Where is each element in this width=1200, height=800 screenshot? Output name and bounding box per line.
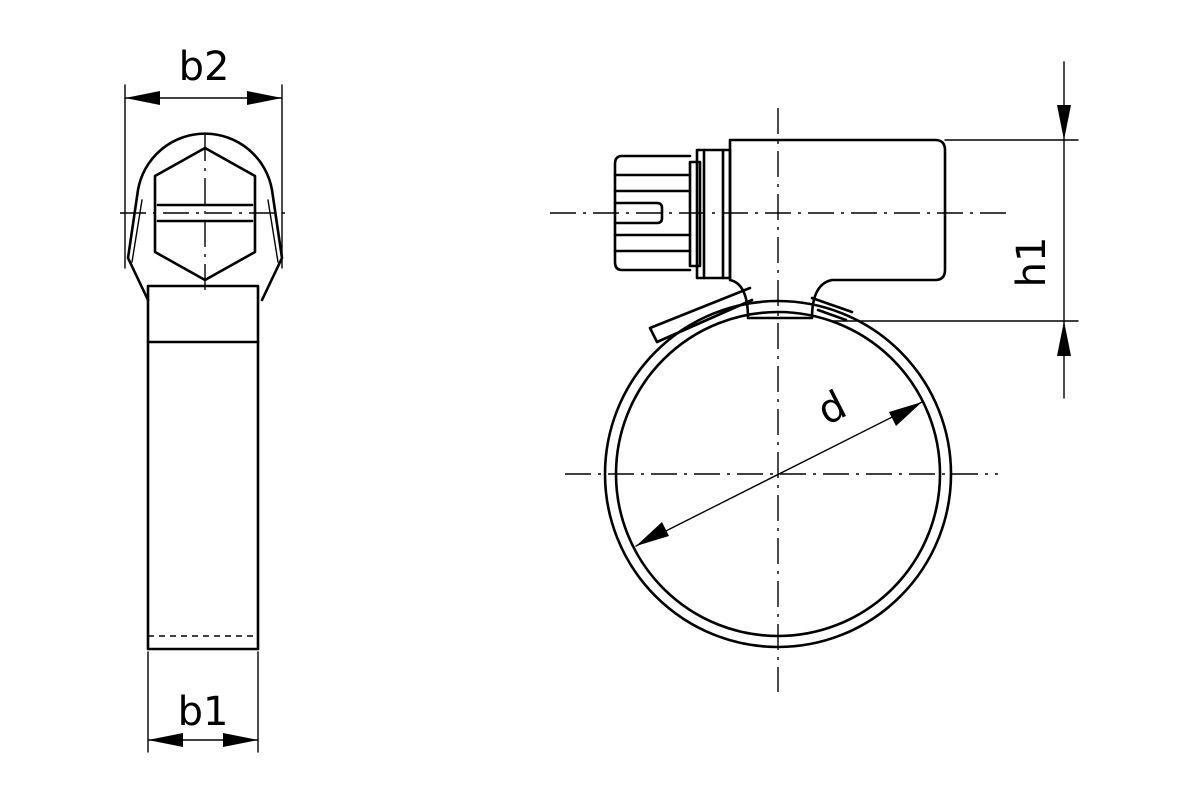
side-band — [146, 284, 260, 651]
label-b2: b2 — [179, 44, 230, 90]
side-view: b2 b1 — [120, 44, 290, 753]
b1-arrow-left — [148, 733, 183, 747]
b2-arrow-right — [247, 91, 282, 105]
screw-collar-inner-lines — [702, 148, 725, 280]
screw-housing — [728, 138, 947, 320]
screw-head-threads — [613, 173, 692, 253]
band-overlap-right — [810, 296, 854, 322]
label-d: d — [810, 382, 854, 435]
dimension-b2: b2 — [124, 44, 283, 269]
dimension-d: d — [635, 382, 923, 547]
side-housing-outline — [126, 132, 284, 302]
dimension-h1: h1 — [831, 61, 1079, 399]
side-housing-inner-line — [131, 199, 279, 263]
front-view: d h1 — [550, 61, 1079, 692]
d-arrow-upper — [889, 402, 922, 426]
band-overlap-end — [648, 286, 754, 344]
h1-arrow-bottom — [1057, 321, 1071, 356]
screw-shank — [688, 160, 702, 268]
label-b1: b1 — [178, 689, 229, 735]
dimension-b1: b1 — [147, 651, 259, 753]
label-h1: h1 — [1009, 237, 1055, 288]
h1-arrow-top — [1057, 105, 1071, 140]
d-arrow-lower — [636, 522, 669, 546]
d-dimension-line — [635, 401, 923, 547]
b1-arrow-right — [223, 733, 258, 747]
screw-collar — [695, 148, 732, 280]
b2-arrow-left — [125, 91, 160, 105]
